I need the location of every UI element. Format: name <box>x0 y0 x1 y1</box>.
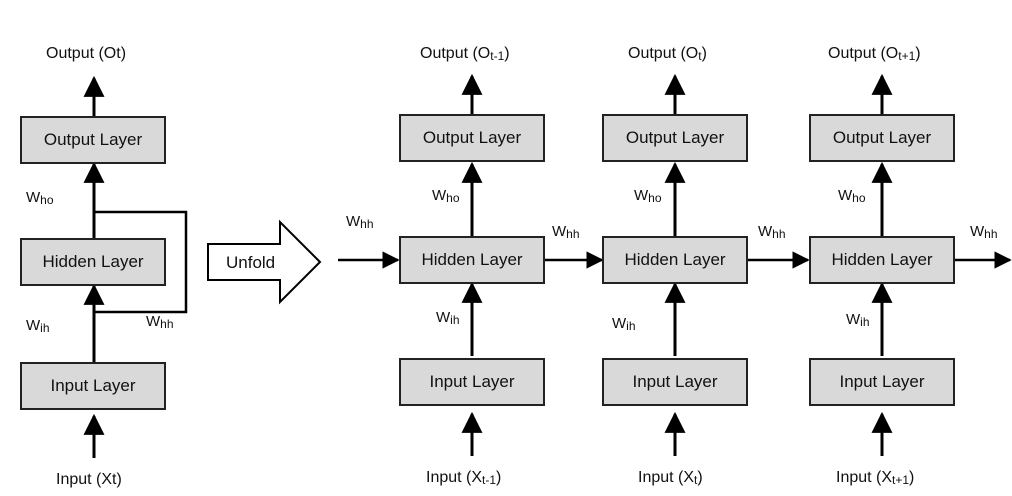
output-suffix: ) <box>701 45 707 62</box>
output-prefix: Output (O <box>828 45 899 62</box>
folded-w-ho: Who <box>26 190 54 206</box>
w-letter: W <box>634 187 649 204</box>
input-prefix: Input (X <box>638 469 695 486</box>
step1-hidden-layer: Hidden Layer <box>399 236 545 284</box>
w-sub: ho <box>446 191 460 205</box>
hh-2-3-label: Whh <box>758 224 786 240</box>
step1-output-label: Output (Ot-1) <box>420 45 510 63</box>
w-letter: W <box>26 317 41 334</box>
w-letter: W <box>838 187 853 204</box>
folded-w-hh: Whh <box>146 314 174 330</box>
w-letter: W <box>846 311 861 328</box>
w-sub: hh <box>160 317 174 331</box>
w-sub: ih <box>626 319 636 333</box>
unfold-label: Unfold <box>226 253 276 272</box>
step3-output-label: Output (Ot+1) <box>828 45 921 63</box>
w-sub: hh <box>360 217 374 231</box>
input-prefix: Input (X <box>426 469 483 486</box>
step2-input-layer: Input Layer <box>602 358 748 406</box>
input-sub: t+1 <box>892 473 910 487</box>
w-letter: W <box>970 223 985 240</box>
w-letter: W <box>432 187 447 204</box>
input-suffix: ) <box>496 469 502 486</box>
step1-output-layer: Output Layer <box>399 114 545 162</box>
input-suffix: ) <box>909 469 915 486</box>
step2-w-ho: Who <box>634 188 662 204</box>
output-sub: t-1 <box>490 49 505 63</box>
input-sub: t <box>694 473 698 487</box>
w-letter: W <box>146 313 161 330</box>
folded-w-ih: Wih <box>26 318 50 334</box>
step1-input-layer: Input Layer <box>399 358 545 406</box>
output-sub: t+1 <box>898 49 916 63</box>
hh-out-label: Whh <box>970 224 998 240</box>
folded-input-label: Input (Xt) <box>56 471 122 488</box>
step3-input-layer: Input Layer <box>809 358 955 406</box>
step3-hidden-layer: Hidden Layer <box>809 236 955 284</box>
w-sub: hh <box>566 227 580 241</box>
step1-input-label: Input (Xt-1) <box>426 469 502 487</box>
w-sub: ho <box>852 191 866 205</box>
w-letter: W <box>612 315 627 332</box>
step3-w-ho: Who <box>838 188 866 204</box>
output-prefix: Output (O <box>628 45 699 62</box>
step3-input-label: Input (Xt+1) <box>836 469 915 487</box>
step1-w-ho: Who <box>432 188 460 204</box>
unfold-arrow <box>207 219 322 305</box>
w-letter: W <box>26 189 41 206</box>
step2-output-layer: Output Layer <box>602 114 748 162</box>
output-suffix: ) <box>504 45 510 62</box>
step2-input-label: Input (Xt) <box>638 469 703 487</box>
input-suffix: ) <box>697 469 703 486</box>
input-sub: t-1 <box>482 473 497 487</box>
w-sub: ih <box>860 315 870 329</box>
w-letter: W <box>346 213 361 230</box>
step3-output-layer: Output Layer <box>809 114 955 162</box>
w-sub: ih <box>450 313 460 327</box>
input-prefix: Input (X <box>836 469 893 486</box>
w-letter: W <box>552 223 567 240</box>
output-sub: t <box>698 49 702 63</box>
step1-w-ih: Wih <box>436 310 460 326</box>
folded-hidden-layer: Hidden Layer <box>20 238 166 286</box>
output-suffix: ) <box>915 45 921 62</box>
w-sub: hh <box>772 227 786 241</box>
hh-in-label: Whh <box>346 214 374 230</box>
w-sub: ho <box>40 193 54 207</box>
folded-input-layer: Input Layer <box>20 362 166 410</box>
output-prefix: Output (O <box>420 45 491 62</box>
step2-hidden-layer: Hidden Layer <box>602 236 748 284</box>
folded-output-layer: Output Layer <box>20 116 166 164</box>
w-sub: ih <box>40 321 50 335</box>
w-letter: W <box>758 223 773 240</box>
w-letter: W <box>436 309 451 326</box>
step2-output-label: Output (Ot) <box>628 45 707 63</box>
step3-w-ih: Wih <box>846 312 870 328</box>
hh-1-2-label: Whh <box>552 224 580 240</box>
w-sub: ho <box>648 191 662 205</box>
w-sub: hh <box>984 227 998 241</box>
step2-w-ih: Wih <box>612 316 636 332</box>
folded-recurrent-loop <box>94 210 188 314</box>
folded-output-label: Output (Ot) <box>46 45 127 62</box>
